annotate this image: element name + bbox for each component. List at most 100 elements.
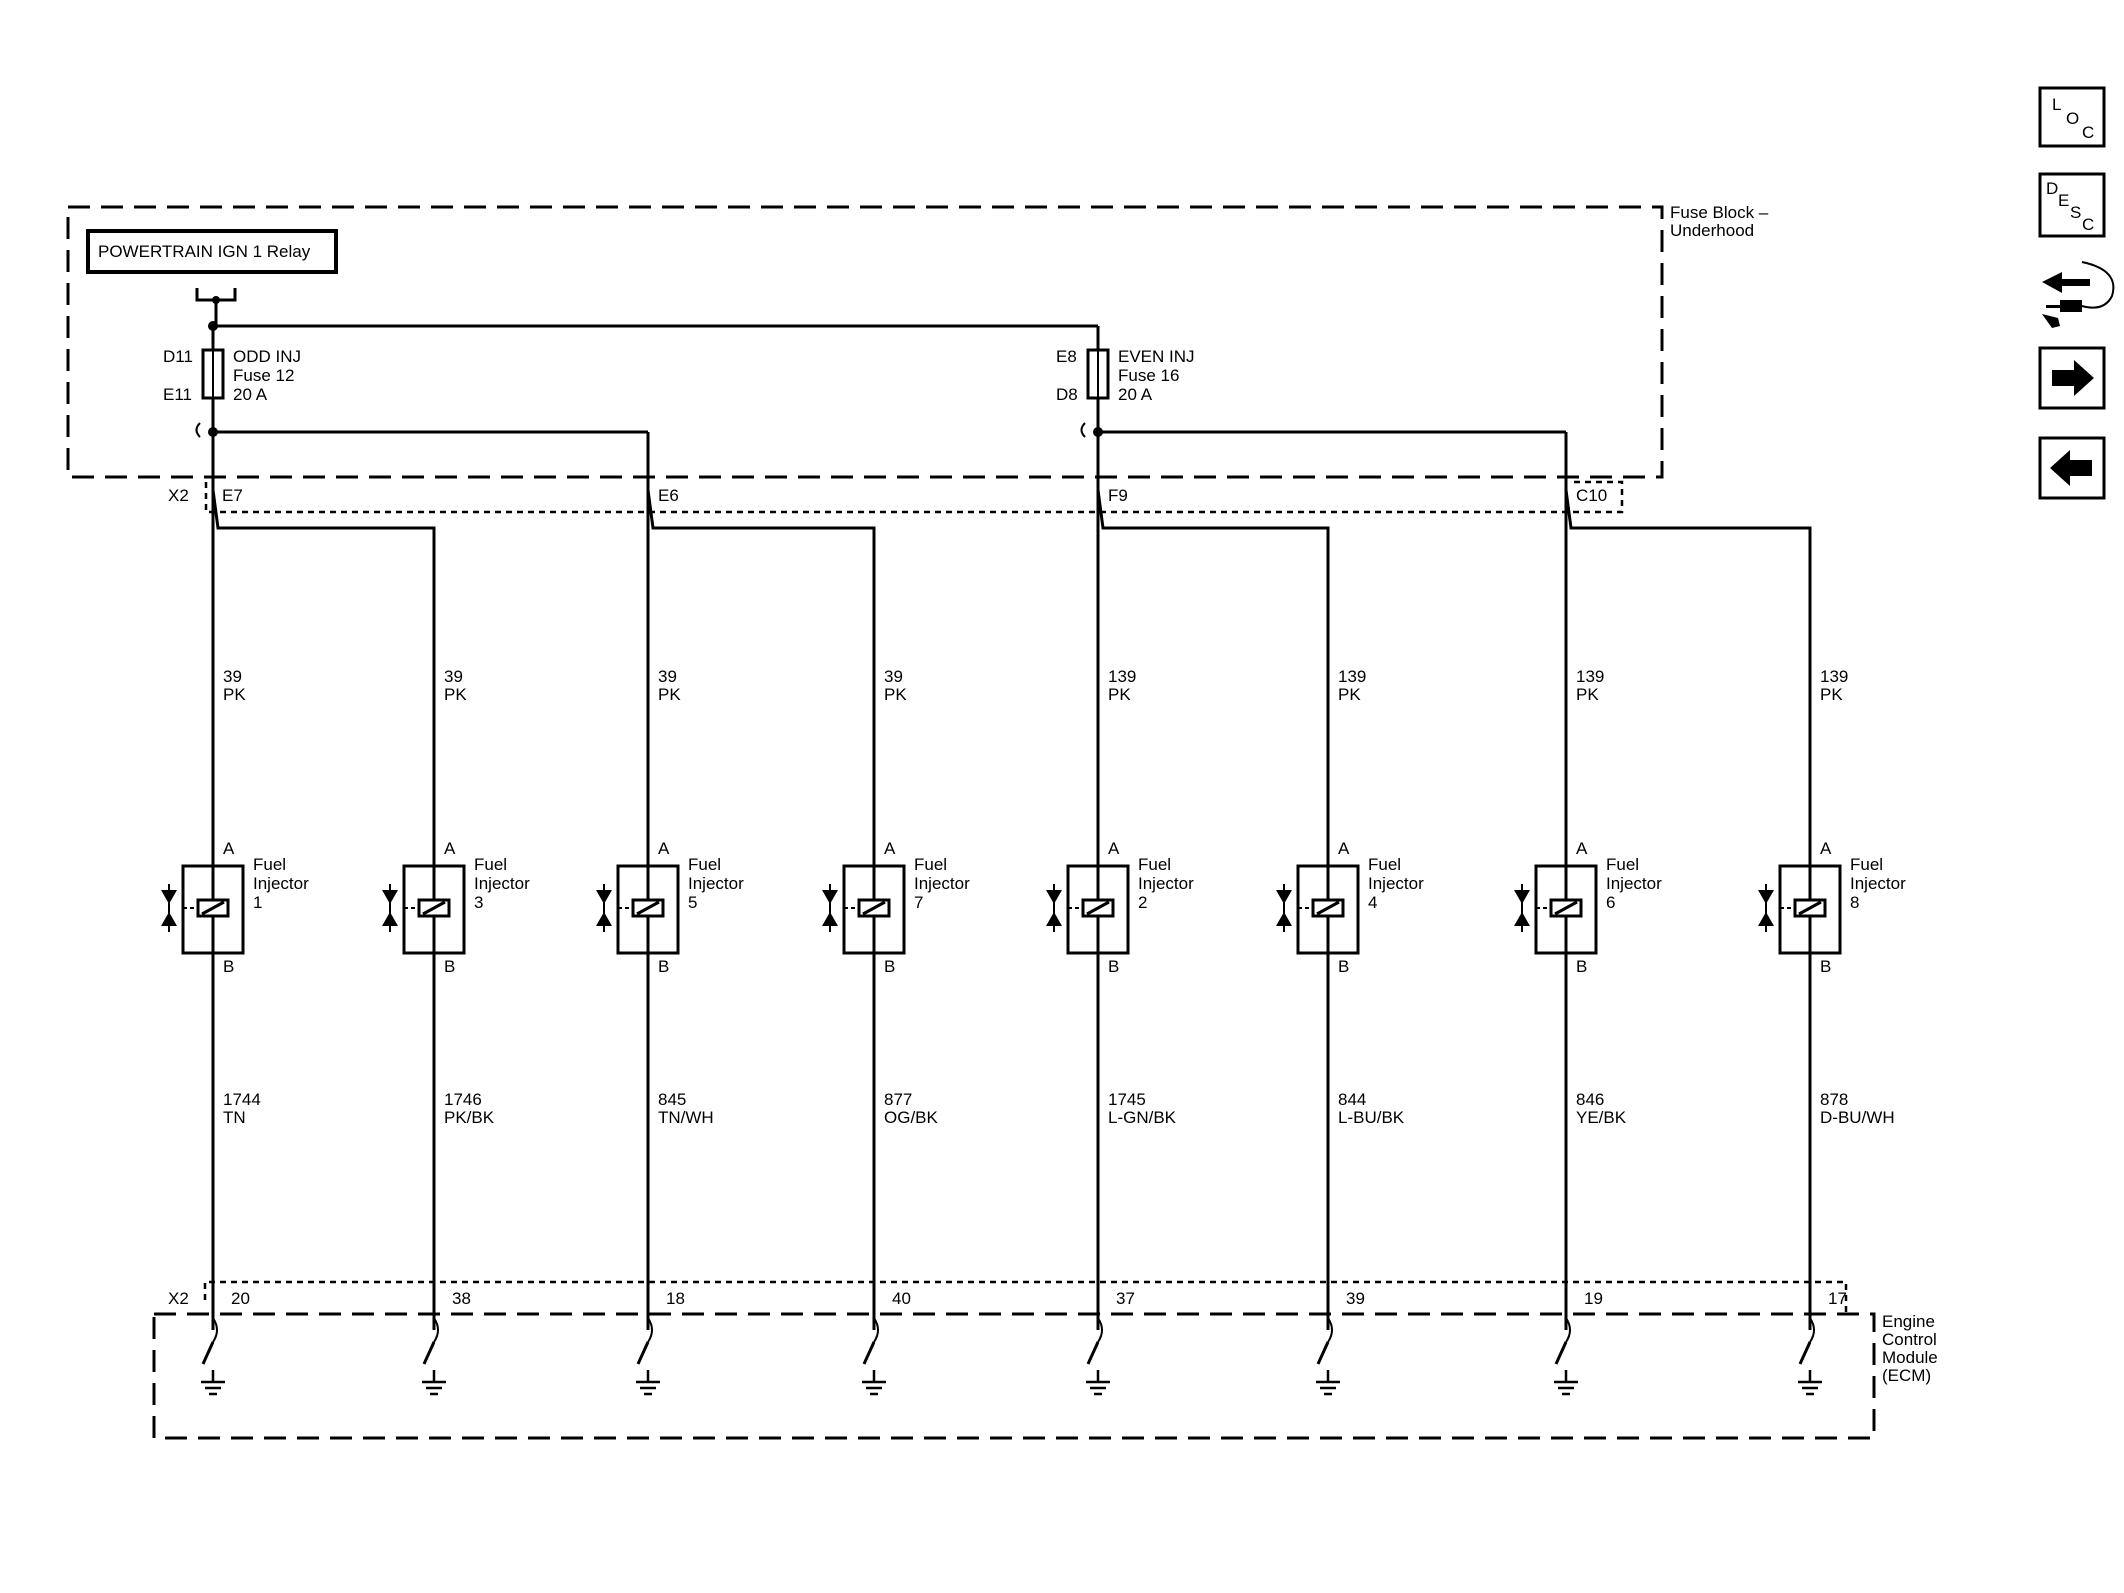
arrow-right-icon	[2052, 360, 2094, 396]
injector-8-pin-a: A	[1820, 839, 1832, 858]
injector-5-ctrl-circuit: 845	[658, 1090, 686, 1109]
injector-3-coil-slash	[422, 900, 446, 916]
injector-7-ecm-pin: 40	[892, 1289, 911, 1308]
injector-1-ctrl-circuit: 1744	[223, 1090, 261, 1109]
injector-8-ecm-switch	[1798, 1341, 1812, 1365]
injector-4-feed-color: PK	[1338, 685, 1361, 704]
x2-top-label: X2	[168, 486, 189, 505]
injector-2-name-line2: Injector	[1138, 874, 1194, 893]
injector-5-ecm-pin: 18	[666, 1289, 685, 1308]
injector-6-pin-a: A	[1576, 839, 1588, 858]
injector-2-ctrl-color: L-GN/BK	[1108, 1108, 1177, 1127]
injector-5-coil-slash	[636, 900, 660, 916]
injector-6-name-line2: Injector	[1606, 874, 1662, 893]
injector-1-ctrl-color: TN	[223, 1108, 246, 1127]
injector-8-name-line1: Fuel	[1850, 855, 1883, 874]
injector-6-number: 6	[1606, 893, 1615, 912]
injector-8-coil-slash	[1798, 900, 1822, 916]
injector-8-name-line2: Injector	[1850, 874, 1906, 893]
injector-1-feed-color: PK	[223, 685, 246, 704]
injector-2-feed-circuit: 139	[1108, 667, 1136, 686]
injector-2-ground-icon	[1086, 1370, 1110, 1396]
injector-2-name-line1: Fuel	[1138, 855, 1171, 874]
injector-7-pin-a: A	[884, 839, 896, 858]
ecm-outline	[152, 1312, 1876, 1440]
fuse-even-number: Fuse 16	[1118, 366, 1179, 385]
injector-4-number: 4	[1368, 893, 1377, 912]
injector-2-feed-color: PK	[1108, 685, 1131, 704]
injector-5-name-line1: Fuel	[688, 855, 721, 874]
arrow-left-icon	[2050, 450, 2092, 486]
injector-3-name-line2: Injector	[474, 874, 530, 893]
wire-injector-4-feed	[1096, 489, 1330, 1330]
wire-injector-7-feed	[646, 489, 876, 1330]
injector-7-name-line1: Fuel	[914, 855, 947, 874]
injector-7-name-line2: Injector	[914, 874, 970, 893]
injector-6-feed-circuit: 139	[1576, 667, 1604, 686]
injector-5-pin-b: B	[658, 957, 669, 976]
injector-1-ecm-terminal	[212, 1317, 218, 1343]
injector-6-pin-b: B	[1576, 957, 1587, 976]
injector-1-coil-slash	[201, 900, 225, 916]
injector-4-ground-icon	[1316, 1370, 1340, 1396]
connector-tool-icon[interactable]	[2042, 261, 2115, 328]
ecm-label-4: (ECM)	[1882, 1366, 1931, 1385]
injector-3-pin-b: B	[444, 957, 455, 976]
injector-1-ecm-switch	[201, 1341, 215, 1365]
injector-2-coil-slash	[1086, 900, 1110, 916]
fuse-block-label-1: Fuse Block –	[1670, 203, 1769, 222]
loc-letter-c: C	[2082, 123, 2094, 142]
injector-7-feed-circuit: 39	[884, 667, 903, 686]
x2-top-connector-outline	[204, 480, 1624, 514]
injector-5-pin-a: A	[658, 839, 670, 858]
injector-6-feed-color: PK	[1576, 685, 1599, 704]
injector-7-ctrl-circuit: 877	[884, 1090, 912, 1109]
injector-2-pin-b: B	[1108, 957, 1119, 976]
injector-8-ctrl-circuit: 878	[1820, 1090, 1848, 1109]
injector-4-feed-circuit: 139	[1338, 667, 1366, 686]
fuse-odd-number: Fuse 12	[233, 366, 294, 385]
injector-2-ecm-pin: 37	[1116, 1289, 1135, 1308]
fuse-even-pin-bottom: D8	[1056, 385, 1078, 404]
injector-1-pin-b: B	[223, 957, 234, 976]
injector-7-pin-b: B	[884, 957, 895, 976]
forward-button[interactable]	[2038, 346, 2106, 410]
x2-top-pin-f9: F9	[1108, 486, 1128, 505]
injector-5-ecm-terminal	[647, 1317, 653, 1343]
injector-4-ecm-terminal	[1327, 1317, 1333, 1343]
injector-1-name-line2: Injector	[253, 874, 309, 893]
x2-top-pin-c10: C10	[1576, 486, 1607, 505]
injector-7-ecm-terminal	[873, 1317, 879, 1343]
injector-3-number: 3	[474, 893, 483, 912]
injector-6-ecm-pin: 19	[1584, 1289, 1603, 1308]
loc-button[interactable]: L O C	[2038, 86, 2106, 148]
fuse-even-rating: 20 A	[1118, 385, 1153, 404]
wire-injector-3-feed	[211, 489, 436, 1330]
injector-1-feed-circuit: 39	[223, 667, 242, 686]
injector-3-ctrl-circuit: 1746	[444, 1090, 482, 1109]
injector-8-feed-color: PK	[1820, 685, 1843, 704]
injector-8-feed-circuit: 139	[1820, 667, 1848, 686]
injector-5-ground-icon	[636, 1370, 660, 1396]
injector-4-name-line2: Injector	[1368, 874, 1424, 893]
injector-3-ecm-pin: 38	[452, 1289, 471, 1308]
injector-3-pin-a: A	[444, 839, 456, 858]
x2-bottom-label: X2	[168, 1289, 189, 1308]
desc-button[interactable]: D E S C	[2038, 172, 2106, 238]
injector-8-ctrl-color: D-BU/WH	[1820, 1108, 1895, 1127]
relay-node	[212, 296, 220, 304]
injector-8-ecm-pin: 17	[1828, 1289, 1847, 1308]
injector-7-coil-slash	[862, 900, 886, 916]
back-button[interactable]	[2038, 436, 2106, 500]
fuse-even-pin-top: E8	[1056, 347, 1077, 366]
injector-1-number: 1	[253, 893, 262, 912]
injector-columns: 39PKAFuelInjector1B1744TN2039PKAFuelInje…	[161, 667, 1906, 1396]
injector-4-ctrl-color: L-BU/BK	[1338, 1108, 1405, 1127]
injector-4-coil-slash	[1316, 900, 1340, 916]
injector-8-pin-b: B	[1820, 957, 1831, 976]
wire-injector-8-feed	[1564, 489, 1812, 1330]
fuse-even-name: EVEN INJ	[1118, 347, 1195, 366]
injector-1-ecm-pin: 20	[231, 1289, 250, 1308]
relay-label: POWERTRAIN IGN 1 Relay	[98, 242, 311, 261]
